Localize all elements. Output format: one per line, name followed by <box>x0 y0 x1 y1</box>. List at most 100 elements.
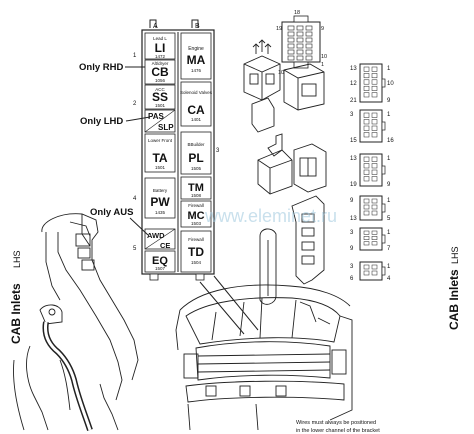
pin-label-18: 18 <box>294 10 300 16</box>
relay-cb-sub: Alt/dryer <box>152 61 169 66</box>
connector-pin-cavity <box>287 43 295 49</box>
connector-pin-cavity <box>296 43 304 49</box>
connector-latch <box>381 234 386 244</box>
connector-latch <box>381 78 386 88</box>
relay-pl-sub: BBuilder <box>187 142 205 147</box>
connector-pin-label: 1 <box>387 112 391 118</box>
callout-only-aus: Only AUS <box>90 207 133 218</box>
connector-pin-label: 1 <box>387 264 391 270</box>
relay-eq-num: 1507 <box>155 266 166 271</box>
connector-pin-label: 12 <box>350 81 357 87</box>
connector-pin-cavity <box>363 198 370 204</box>
relay-mc-num: 1503 <box>191 221 202 226</box>
relay-cb-code: CB <box>151 65 169 79</box>
connector-pin-cavity <box>371 132 378 138</box>
connector-pin-cavity <box>363 204 370 210</box>
connector-pin-cavity <box>287 25 295 31</box>
right-cab-inlets-label: CAB Inlets <box>447 269 461 330</box>
relay-slp-code: SLP <box>158 123 174 132</box>
connector-pin-diagram: 18 9 10 1 19 10 <box>276 10 327 76</box>
connector-pin-cavity <box>371 270 378 276</box>
relay-ss-num: 1501 <box>155 103 166 108</box>
relay-tm-code: TM <box>188 182 204 194</box>
relay-mc-sub: Firewall <box>188 203 204 208</box>
connector-pin-cavity <box>363 241 370 246</box>
connector-pin-cavity <box>363 264 370 270</box>
relay-ss-sub: ACC <box>155 87 165 92</box>
connector-pin-label: 13 <box>350 216 357 222</box>
connector-pin-cavity <box>371 112 378 118</box>
fuse-box-top-letter-b: B <box>195 23 200 30</box>
relay-td-num: 1504 <box>191 260 202 265</box>
relay-pw-code: PW <box>150 195 170 209</box>
connector-pin-label: 1 <box>387 230 391 236</box>
connector-pin-cavity <box>363 210 370 216</box>
connector-pin-cavity <box>371 230 378 235</box>
row-number-5: 5 <box>133 246 137 252</box>
connector-pin-cavity <box>371 198 378 204</box>
connector-pin-cavity <box>296 49 304 55</box>
pin-label-10b: 10 <box>278 70 284 76</box>
relay-mc <box>180 200 212 228</box>
connector-5: 3 1 9 7 <box>350 227 391 252</box>
connector-pin-label: 10 <box>387 81 394 87</box>
connector-pin-cavity <box>287 31 295 37</box>
connector-pin-cavity <box>363 176 370 182</box>
connector-pin-cavity <box>371 210 378 216</box>
relay-cb <box>144 59 176 85</box>
connector-pin-cavity <box>287 55 295 61</box>
connector-pin-cavity <box>371 66 378 72</box>
connector-latch <box>381 266 386 276</box>
connector-pin-cavity <box>371 169 378 175</box>
connector-pin-cavity <box>371 92 378 98</box>
connector-pin-label: 9 <box>350 246 354 252</box>
relay-ta-code: TA <box>152 151 167 165</box>
connector-pin-label: 16 <box>387 138 394 144</box>
connector-pin-cavity <box>363 125 370 131</box>
relay-ss-code: SS <box>152 90 168 104</box>
connector-pin-cavity <box>371 264 378 270</box>
connector-pin-cavity <box>305 43 313 49</box>
connector-body <box>359 153 383 187</box>
connector-pin-cavity <box>305 31 313 37</box>
connector-pin-cavity <box>363 112 370 118</box>
relay-td-code: TD <box>188 245 204 259</box>
row-number-4: 4 <box>133 196 137 202</box>
relay-cb-num: 1056 <box>155 78 166 83</box>
connector-pin-cavity <box>363 230 370 235</box>
relay-ma-code: MA <box>187 53 206 67</box>
connector-pin-cavity <box>371 85 378 91</box>
connector-pin-label: 13 <box>350 66 357 72</box>
relay-ma <box>180 32 212 80</box>
relay-ca-num: 1401 <box>191 117 202 122</box>
relay-tm-num: 1508 <box>191 193 202 198</box>
row-number-3: 3 <box>216 148 220 154</box>
note-line-1: Wires must always be positioned <box>296 420 376 426</box>
left-cab-inlet-drawing: CAB Inlets LHS <box>9 213 139 431</box>
connector-pin-label: 19 <box>350 182 357 188</box>
relay-pl-num: 1505 <box>191 166 202 171</box>
connector-pin-cavity <box>296 31 304 37</box>
row-number-1: 1 <box>133 53 137 59</box>
pin-label-10: 10 <box>321 54 327 60</box>
callouts: Only RHD Only LHD Only AUS <box>79 62 151 236</box>
relay-ca-sub: Solenoid Valves <box>180 90 213 95</box>
connector-pin-label: 4 <box>387 276 391 282</box>
connector-body <box>359 227 383 251</box>
connector-pin-label: 1 <box>387 156 391 162</box>
relay-li <box>144 32 176 60</box>
fuse-box-top-letter-a: A <box>153 23 158 30</box>
connector-pin-cavity <box>371 176 378 182</box>
connector-pin-cavity <box>296 25 304 31</box>
connector-pin-label: 3 <box>350 230 354 236</box>
connector-pin-cavity <box>305 49 313 55</box>
pin-label-19: 19 <box>276 26 282 32</box>
connector-pin-cavity <box>363 169 370 175</box>
row-number-2: 2 <box>133 101 137 107</box>
connector-parts-drawing <box>243 39 327 305</box>
connector-pin-cavity <box>363 92 370 98</box>
connector-pin-label: 7 <box>387 246 391 252</box>
